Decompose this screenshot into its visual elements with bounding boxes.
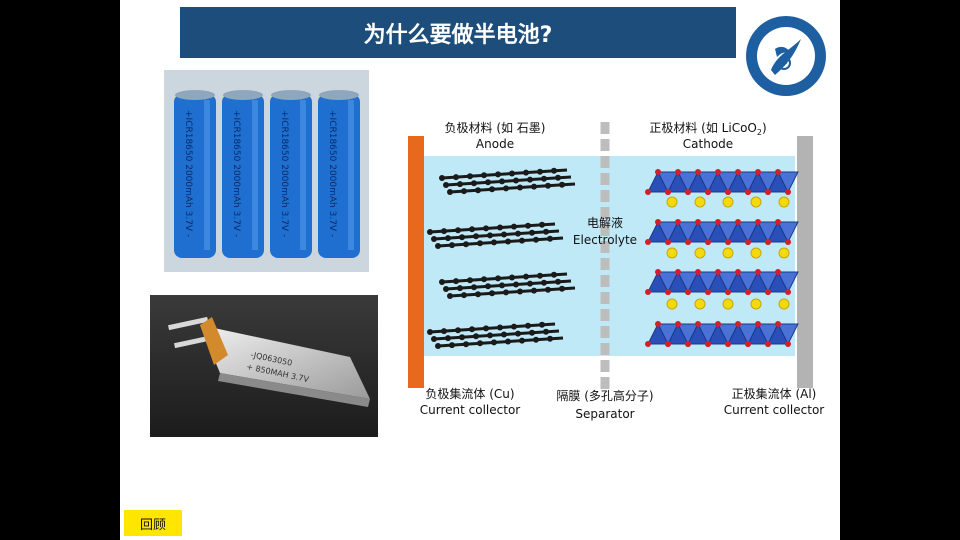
cu-collector-zh-label: 负极集流体 (Cu) — [425, 386, 514, 401]
graphite-anode-layers — [427, 167, 576, 349]
cathode-material-text: 正极材料 (如 LiCoO — [649, 120, 757, 135]
al-collector-en-label: Current collector — [724, 403, 825, 417]
anode-material-label: 负极材料 (如 石墨) — [445, 120, 546, 135]
review-button[interactable]: 回顾 — [124, 510, 182, 536]
al-collector-zh-label: 正极集流体 (Al) — [732, 386, 817, 401]
lithium-ion — [750, 196, 762, 208]
cathode-material-close: ) — [762, 121, 767, 135]
lithium-ion — [778, 298, 790, 310]
lithium-ion — [666, 298, 678, 310]
copper-current-collector — [408, 136, 424, 388]
graphite-layer — [439, 167, 576, 195]
electrolyte-en-label: Electrolyte — [573, 233, 637, 247]
graphite-layer — [427, 321, 564, 349]
lithium-ion — [722, 196, 734, 208]
cathode-material-subscript: 2 — [757, 128, 762, 137]
battery-cells-graphic: +ICR18650 2000mAh 3.7V - +ICR18650 2000m… — [164, 70, 369, 272]
lithium-ion — [722, 247, 734, 259]
cell-2: +ICR18650 2000mAh 3.7V - — [222, 90, 264, 258]
cathode-material-label: 正极材料 (如 LiCoO2) — [649, 120, 766, 137]
electrolyte-zh-label: 电解液 — [587, 215, 623, 230]
slide: 为什么要做半电池? +ICR18650 2000mAh 3.7V - +ICR1… — [120, 0, 840, 540]
cathode-octahedra-layer — [645, 321, 799, 347]
cell-3-label: +ICR18650 2000mAh 3.7V - — [279, 110, 289, 237]
university-logo — [746, 16, 826, 96]
aluminum-current-collector — [797, 136, 813, 388]
licoo2-cathode-layers — [645, 169, 799, 347]
cathode-octahedra-layer — [645, 269, 799, 295]
lithium-ion — [666, 247, 678, 259]
pouch-cell-graphic: -JQ063050 + 850MAH 3.7V — [150, 295, 378, 437]
cell-4-label: +ICR18650 2000mAh 3.7V - — [327, 110, 337, 237]
lithium-ion — [778, 247, 790, 259]
cylindrical-cells-photo: +ICR18650 2000mAh 3.7V - +ICR18650 2000m… — [164, 70, 369, 272]
pouch-cell-photo: -JQ063050 + 850MAH 3.7V — [150, 295, 378, 437]
anode-label: Anode — [476, 137, 514, 151]
cell-1-label: +ICR18650 2000mAh 3.7V - — [183, 110, 193, 237]
lithium-ion — [750, 247, 762, 259]
lithium-ion — [694, 196, 706, 208]
cell-3: +ICR18650 2000mAh 3.7V - — [270, 90, 312, 258]
cu-collector-en-label: Current collector — [420, 403, 521, 417]
graphite-layer — [439, 271, 576, 299]
lithium-ion — [694, 247, 706, 259]
separator-en-label: Separator — [575, 407, 634, 421]
page-title: 为什么要做半电池? — [363, 22, 553, 48]
cell-1: +ICR18650 2000mAh 3.7V - — [174, 90, 216, 258]
title-bar: 为什么要做半电池? — [180, 7, 736, 58]
lithium-ion — [694, 298, 706, 310]
graphite-layer — [427, 221, 564, 249]
lithium-ion — [778, 196, 790, 208]
lithium-ion — [666, 196, 678, 208]
cathode-octahedra-layer — [645, 219, 799, 245]
lithium-ion — [750, 298, 762, 310]
cell-2-label: +ICR18650 2000mAh 3.7V - — [231, 110, 241, 237]
cell-4: +ICR18650 2000mAh 3.7V - — [318, 90, 360, 258]
cathode-octahedra-layer — [645, 169, 799, 195]
lithium-ion — [722, 298, 734, 310]
cathode-label: Cathode — [683, 137, 733, 151]
separator-zh-label: 隔膜 (多孔高分子) — [556, 388, 653, 403]
li-ion-cell-diagram: 负极材料 (如 石墨) Anode 正极材料 (如 LiCoO2) Cathod… — [408, 120, 825, 421]
review-button-label: 回顾 — [139, 517, 166, 533]
